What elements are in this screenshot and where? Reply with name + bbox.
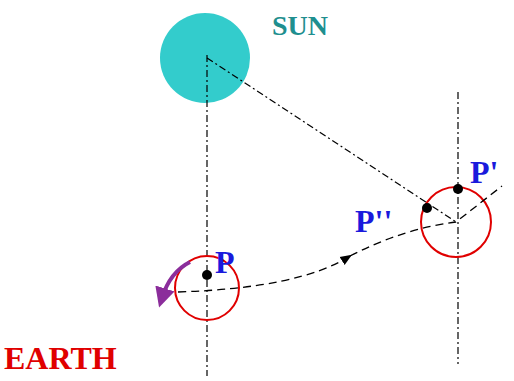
point-dot bbox=[202, 270, 212, 280]
point-label: P' bbox=[470, 156, 498, 188]
rotation-arrow bbox=[162, 262, 190, 298]
earth-label: EARTH bbox=[4, 342, 117, 374]
sun-label: SUN bbox=[272, 12, 328, 40]
point-label: P bbox=[215, 246, 235, 278]
meridian-line bbox=[206, 55, 207, 376]
meridian-line bbox=[457, 92, 458, 364]
point-dot bbox=[422, 203, 432, 213]
sun-line bbox=[207, 58, 456, 222]
orbit-path bbox=[350, 186, 502, 256]
point-dot bbox=[453, 184, 463, 194]
point-label: P'' bbox=[355, 205, 392, 237]
orbit-path bbox=[178, 256, 350, 292]
sun-disc bbox=[160, 13, 250, 103]
